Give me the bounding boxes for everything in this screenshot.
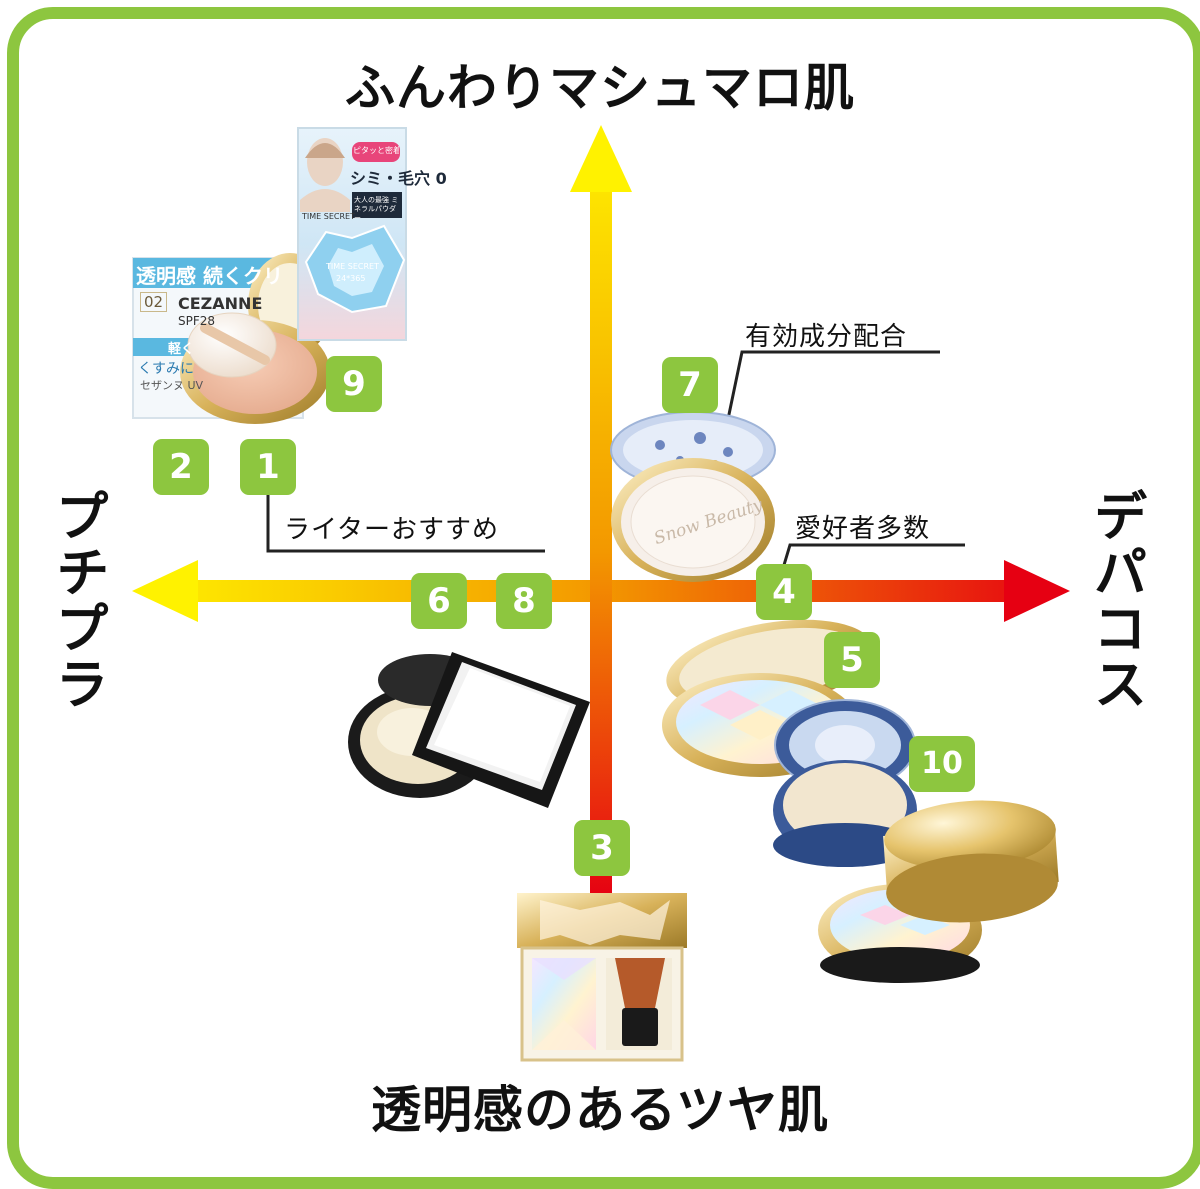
axis-label-right: デパコス xyxy=(1084,488,1147,712)
badge-5: 5 xyxy=(824,632,880,688)
badge-7: 7 xyxy=(662,357,718,413)
cezanne-brand: CEZANNE xyxy=(178,294,263,313)
product-cle-de-peau xyxy=(517,893,687,1062)
product-prism-compact xyxy=(662,619,874,777)
arrow-head-top xyxy=(570,125,632,192)
badge-6: 6 xyxy=(411,573,467,629)
callout-line-writer xyxy=(266,488,545,553)
timesecret-brand: TIME SECRET xyxy=(302,212,355,221)
cezanne-banner: 透明感 続くクリ xyxy=(136,264,283,288)
callout-many-fans: 愛好者多数 xyxy=(795,514,931,544)
arrow-head-left xyxy=(132,560,198,622)
timesecret-tag: ピタッと密着、崩れにくい! xyxy=(353,146,399,155)
callout-line-fans xyxy=(782,543,965,566)
product-blue-compact xyxy=(773,699,917,867)
vertical-axis-arrow xyxy=(590,180,612,895)
cezanne-spf: SPF28 xyxy=(178,314,216,328)
timesecret-lid-brand: TIME SECRET xyxy=(326,262,379,271)
cezanne-shade: 02 xyxy=(140,292,168,312)
callout-active-ingredient: 有効成分配合 xyxy=(745,322,908,352)
timesecret-lid-sub: 24*365 xyxy=(336,274,366,283)
arrow-head-right xyxy=(1004,560,1070,622)
badge-4: 4 xyxy=(756,564,812,620)
callout-writer-pick: ライターおすすめ xyxy=(284,515,499,545)
product-time-secret xyxy=(297,127,407,341)
badge-1: 1 xyxy=(240,439,296,495)
product-gold-cylinder xyxy=(818,800,1059,983)
cezanne-line2: くすみに xyxy=(138,361,194,377)
badge-2: 2 xyxy=(153,439,209,495)
cezanne-line3: セザンヌ UV xyxy=(140,379,204,392)
badge-8: 8 xyxy=(496,573,552,629)
axis-label-bottom: 透明感のあるツヤ肌 xyxy=(371,1081,829,1139)
cezanne-line1: 軽く xyxy=(168,342,195,357)
badge-3: 3 xyxy=(574,820,630,876)
axis-label-top: ふんわりマシュマロ肌 xyxy=(345,59,855,117)
product-snow-beauty xyxy=(610,411,776,582)
timesecret-headline: シミ・毛穴 0 xyxy=(350,169,447,188)
product-nars xyxy=(348,652,590,808)
axis-label-left: プチプラ xyxy=(46,488,109,712)
badge-9: 9 xyxy=(326,356,382,412)
badge-10: 10 xyxy=(909,736,975,792)
timesecret-sub: 大人の最強 ミネラルパウダー xyxy=(354,196,399,222)
